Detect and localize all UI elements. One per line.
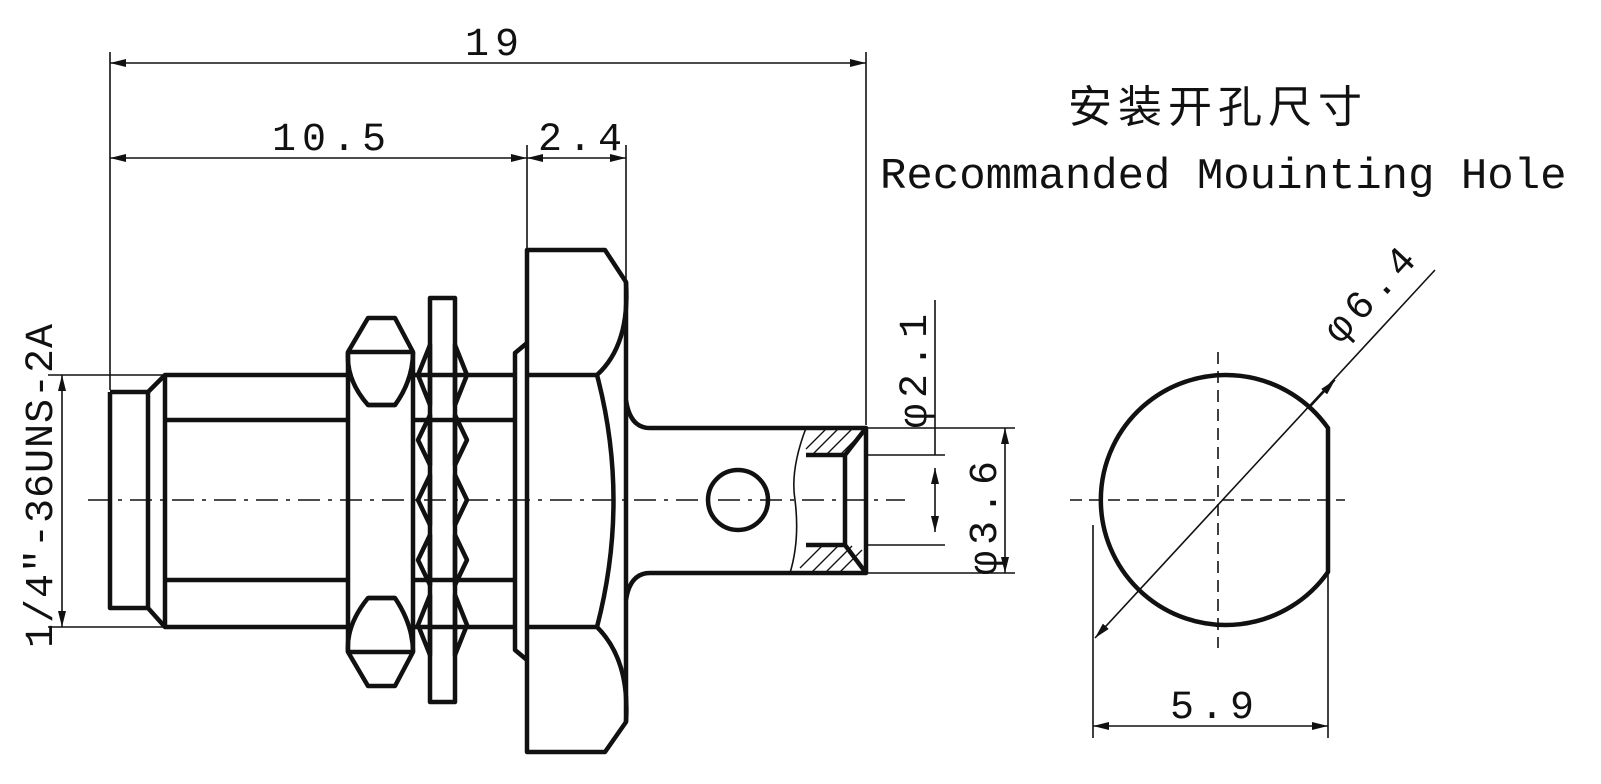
dim-flange-thickness: 2.4 <box>538 118 628 163</box>
washer-teeth <box>415 342 470 658</box>
connector-side-view <box>88 247 905 755</box>
solder-cup <box>806 426 868 575</box>
d-cut-hole <box>1098 372 1331 628</box>
title-chinese: 安装开孔尺寸 <box>1068 82 1368 133</box>
dim-hole-flat-width: 5.9 <box>1170 686 1260 731</box>
title-english: Recommanded Mouinting Hole <box>880 152 1567 202</box>
dim-overall-length: 19 <box>465 23 525 68</box>
dim-thread-spec: 1/4″-36UNS-2A <box>20 323 65 648</box>
shoulder-ring <box>512 341 529 662</box>
side-view-dimensions: 19 10.5 2.4 1/4″-36UNS-2A φ2.1 φ3.6 <box>20 23 1015 648</box>
solder-post <box>623 399 869 601</box>
dim-cup-diameter: φ3.6 <box>964 455 1009 575</box>
flange-hex <box>524 247 629 755</box>
mounting-hole-view: φ6.4 5.9 <box>1070 235 1436 738</box>
threaded-body <box>413 372 515 630</box>
dim-pin-diameter: φ2.1 <box>894 308 939 428</box>
solder-hole <box>705 467 771 533</box>
hex-nut <box>345 315 416 689</box>
front-cap <box>107 372 348 630</box>
section-hatch <box>799 427 863 573</box>
dim-body-length: 10.5 <box>272 118 392 163</box>
